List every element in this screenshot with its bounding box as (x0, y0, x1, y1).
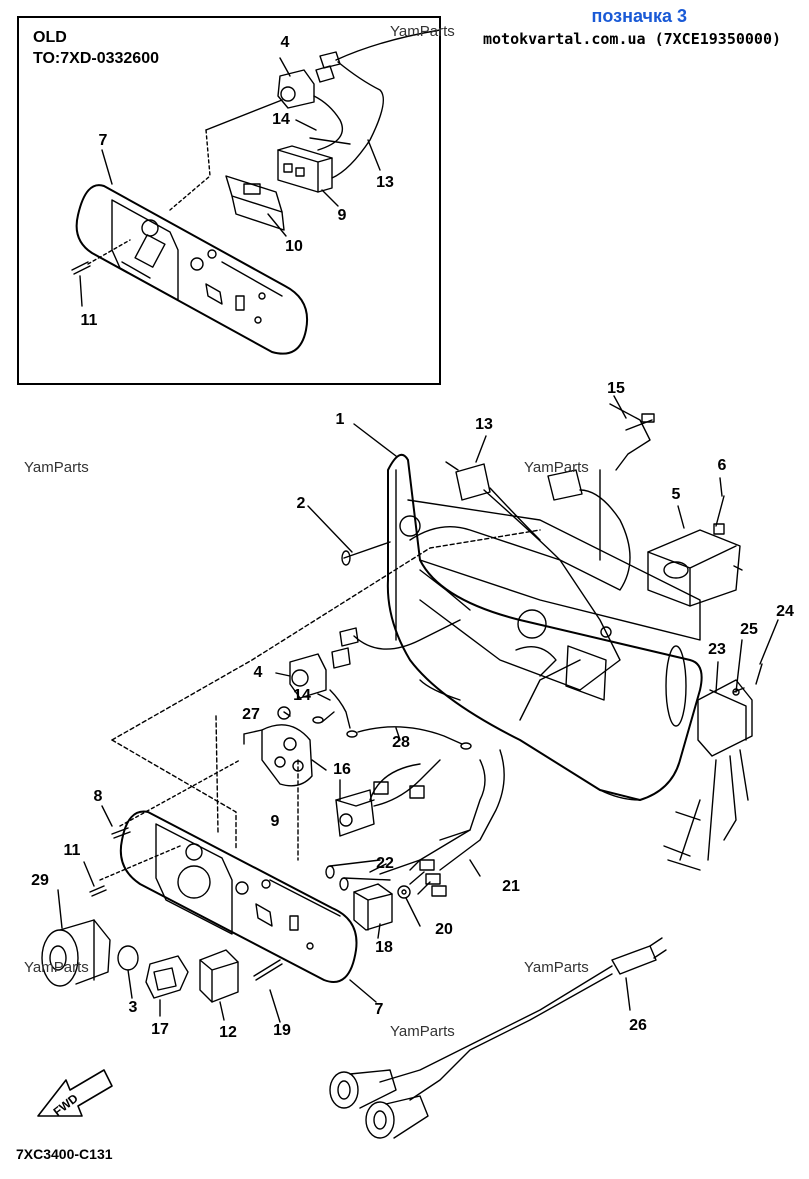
callout-11: 11 (63, 842, 81, 859)
old-inset-title: OLD TO:7XD-0332600 (33, 27, 159, 69)
callout-15: 15 (607, 380, 625, 397)
callout-16: 16 (333, 761, 351, 778)
diagram-part-code: 7XC3400-C131 (16, 1146, 113, 1162)
callout-13: 13 (475, 416, 493, 433)
callout-9: 9 (270, 813, 280, 830)
old-callout-7: 7 (98, 132, 108, 149)
diagram-title: позначка 3 (591, 6, 688, 26)
watermark: YamParts (524, 959, 589, 976)
callout-6: 6 (717, 457, 727, 474)
old-serial-label: TO:7XD-0332600 (33, 50, 159, 67)
old-callout-9: 9 (337, 207, 347, 224)
watermark: YamParts (524, 459, 589, 476)
watermark: YamParts (24, 959, 89, 976)
callout-8: 8 (93, 788, 103, 805)
old-label: OLD (33, 29, 67, 46)
callout-12: 12 (219, 1024, 237, 1041)
watermark: YamParts (390, 1023, 455, 1040)
callout-4: 4 (253, 664, 263, 681)
callout-18: 18 (375, 939, 393, 956)
callout-2: 2 (296, 495, 306, 512)
callout-21: 21 (502, 878, 520, 895)
old-callout-10: 10 (285, 238, 303, 255)
old-callout-4: 4 (280, 34, 290, 51)
old-version-inset (17, 16, 441, 385)
watermark: YamParts (390, 23, 455, 40)
old-callout-11: 11 (80, 312, 98, 329)
old-inset-drawing (71, 29, 441, 355)
callout-23: 23 (708, 641, 726, 658)
callout-17: 17 (151, 1021, 169, 1038)
callout-22: 22 (376, 855, 394, 872)
callout-24: 24 (776, 603, 794, 620)
old-callout-14: 14 (272, 111, 290, 128)
callout-7: 7 (374, 1001, 384, 1018)
callout-20: 20 (435, 921, 453, 938)
callout-25: 25 (740, 621, 758, 638)
source-label: motokvartal.com.ua (7XCE19350000) (482, 30, 781, 48)
callout-28: 28 (392, 734, 410, 751)
callout-5: 5 (671, 486, 681, 503)
callout-27: 27 (242, 706, 260, 723)
old-callout-13: 13 (376, 174, 394, 191)
callout-14: 14 (293, 687, 311, 704)
callout-1: 1 (335, 411, 345, 428)
callout-3: 3 (128, 999, 138, 1016)
watermark: YamParts (24, 459, 89, 476)
callout-29: 29 (31, 872, 49, 889)
callout-19: 19 (273, 1022, 291, 1039)
main-drawing (37, 57, 779, 1139)
callout-26: 26 (629, 1017, 647, 1034)
